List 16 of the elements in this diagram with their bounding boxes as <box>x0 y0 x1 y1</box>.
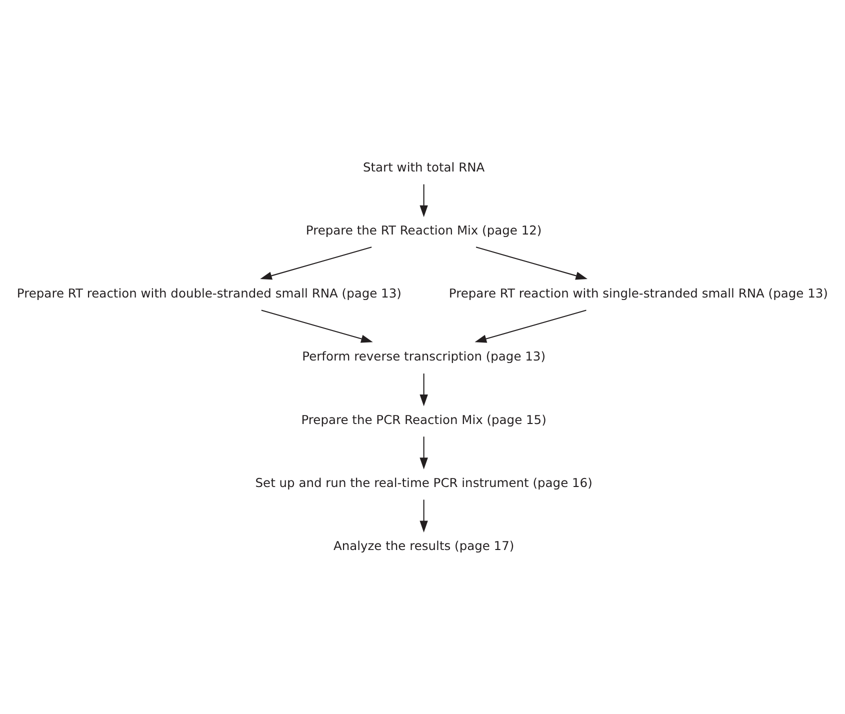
node-text: Perform reverse transcription (page 13) <box>302 349 546 364</box>
arrow <box>420 436 428 469</box>
arrow <box>474 309 586 342</box>
arrow <box>261 309 373 342</box>
arrow <box>420 373 428 406</box>
node-text: Set up and run the real-time PCR instrument (page 16) <box>255 475 592 490</box>
node-text: Prepare the PCR Reaction Mix (page 15) <box>301 412 546 426</box>
node-text: Prepare RT reaction with single-stranded small RNA (page 13) <box>448 286 828 300</box>
arrow <box>420 499 428 532</box>
arrow <box>476 246 588 280</box>
node-text: Prepare the RT Reaction Mix (page 12) <box>306 223 542 238</box>
arrow <box>420 184 428 217</box>
node-text: Analyze the results (page 17) <box>333 538 514 552</box>
node-text: Prepare RT reaction with double-stranded small RNA (page 13) <box>16 286 402 300</box>
arrow <box>260 246 372 280</box>
node-text: Start with total RNA <box>362 160 485 174</box>
